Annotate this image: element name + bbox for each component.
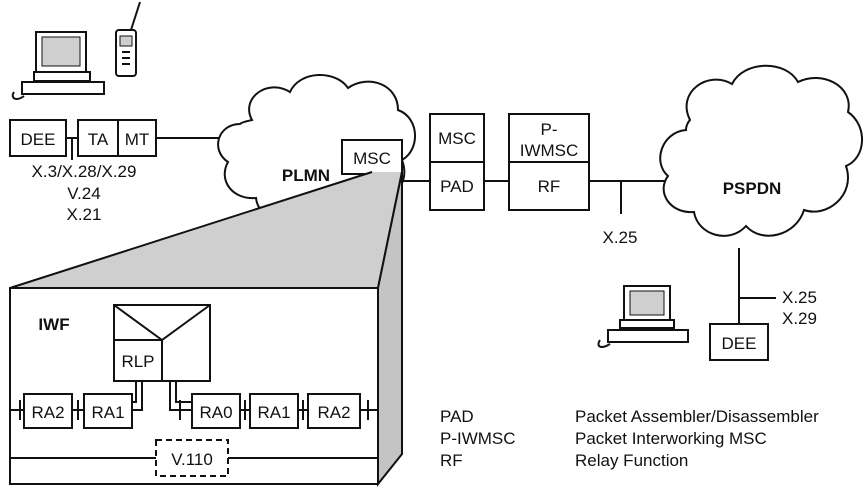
pad-stack: MSC PAD [429,113,485,211]
interface-label-v24: V.24 [67,184,100,203]
legend-abbr-piwmsc: P-IWMSC [440,429,516,448]
interface-label-x25-right: X.25 [782,288,817,307]
rlp-ra1-link [132,381,143,411]
legend-meaning-piwmsc: Packet Interworking MSC [575,429,767,448]
legend: PAD Packet Assembler/Disassembler P-IWMS… [440,407,819,470]
iwf-switch: RLP [113,304,211,382]
ra2-label-right: RA2 [317,403,350,422]
mt-label: MT [125,130,150,149]
iwf-label: IWF [38,315,69,334]
computer-icon-right [597,285,689,348]
ra1-box-right [249,393,299,429]
v110-label: V.110 [171,450,213,469]
pad-label: PAD [440,177,474,196]
rlp-box [113,339,163,382]
msc-label-plmn: MSC [353,149,391,168]
ra0-label: RA0 [199,403,232,422]
ra2-label-left: RA2 [31,403,64,422]
computer-icon [11,31,105,100]
zoom-projection [10,172,402,288]
interface-label-x21: X.21 [67,205,102,224]
interface-label-x3: X.3/X.28/X.29 [32,162,137,181]
dee-box-right [709,323,769,361]
v110-box [155,439,229,477]
switch-ra0-link [175,381,192,403]
ta-label: TA [88,130,109,149]
rf-label: RF [538,177,561,196]
dee-label-right: DEE [722,334,757,353]
pspdn-cloud: PSPDN [659,64,863,237]
x25-link-label: X.25 [603,228,638,247]
plmn-label: PLMN [282,166,330,185]
legend-meaning-rf: Relay Function [575,451,688,470]
ra1-label-left: RA1 [91,403,124,422]
terminal-equipment-left: DEE TA MT X.3/X.28/X.29 V.24 X.21 [9,119,232,224]
pad-box [429,161,485,211]
mt-box [117,119,157,157]
rf-box [508,161,590,211]
msc-label-pad-stack: MSC [438,129,476,148]
ra1-box-left [83,393,133,429]
pspdn-label: PSPDN [723,179,782,198]
rlp-label: RLP [121,352,154,371]
iwmsc-label-line2: IWMSC [520,141,579,160]
legend-meaning-pad: Packet Assembler/Disassembler [575,407,819,426]
ra1-label-right: RA1 [257,403,290,422]
legend-abbr-rf: RF [440,451,463,470]
mobile-phone-icon [115,1,141,77]
interface-label-x29-right: X.29 [782,309,817,328]
legend-abbr-pad: PAD [440,407,474,426]
dee-label-left: DEE [21,130,56,149]
iwmsc-label-line1: P- [541,120,558,139]
iwmsc-stack: P- IWMSC RF [508,113,590,211]
zoom-edge-left [9,171,373,289]
